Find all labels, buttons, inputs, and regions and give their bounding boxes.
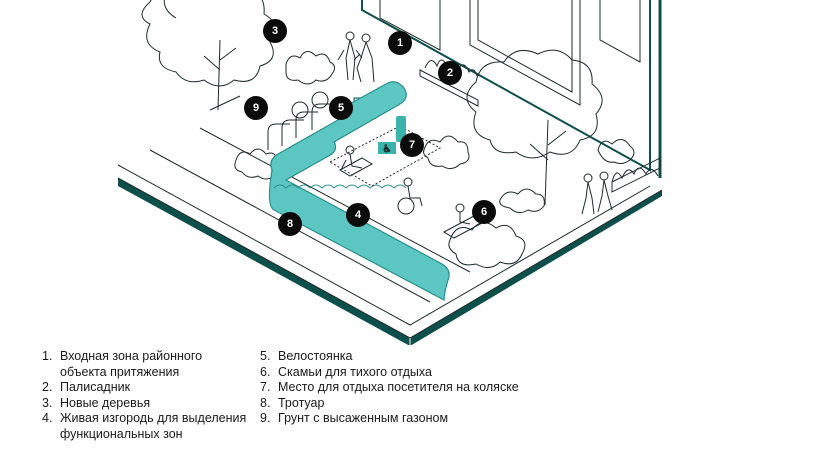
svg-text:6: 6 <box>481 206 487 218</box>
svg-text:4: 4 <box>355 209 362 221</box>
legend-item-5: 5.Велостоянка <box>260 349 353 363</box>
tree-left <box>141 0 276 111</box>
svg-text:7: 7 <box>409 139 415 151</box>
tree-right <box>466 49 603 206</box>
svg-text:1: 1 <box>397 37 403 49</box>
hedge <box>268 81 450 301</box>
marker-8: 8 <box>278 212 302 236</box>
svg-text:8: 8 <box>287 218 293 230</box>
legend-item-9: 9.Грунт с высаженным газоном <box>260 411 449 426</box>
svg-text:♿: ♿ <box>383 144 392 155</box>
ground-slab <box>117 177 663 345</box>
legend-item-1: 1.Входная зона районного объекта притяже… <box>42 349 203 379</box>
wheelchair-user <box>397 177 423 215</box>
legend-item-2: 2.Палисадник <box>42 380 131 395</box>
legend-item-8: 8.Тротуар <box>260 395 325 410</box>
marker-1: 1 <box>388 31 412 55</box>
legend-item-6: 6.Скамьи для тихого отдыха <box>260 364 432 379</box>
seating-area: ♿ <box>328 116 442 187</box>
legend-item-4: 4.Живая изгородь для выделения функциона… <box>42 411 247 441</box>
marker-3: 3 <box>263 19 287 43</box>
legend-column-2: 5.Велостоянка 6.Скамьи для тихого отдыха… <box>260 349 520 427</box>
building-facade <box>361 0 662 178</box>
people-right <box>581 171 613 215</box>
svg-text:9: 9 <box>253 102 259 114</box>
sidewalk <box>117 95 651 326</box>
svg-text:3: 3 <box>272 25 278 37</box>
people-entrance <box>337 31 375 83</box>
svg-text:5: 5 <box>338 102 344 114</box>
marker-4: 4 <box>346 203 370 227</box>
front-garden-planter <box>419 59 661 193</box>
legend-column-1: 1.Входная зона районного объекта притяже… <box>42 349 247 443</box>
marker-5: 5 <box>329 96 353 120</box>
marker-6: 6 <box>472 200 496 224</box>
legend-item-3: 3.Новые деревья <box>42 395 151 410</box>
marker-2: 2 <box>438 61 462 85</box>
svg-text:2: 2 <box>447 67 453 79</box>
isometric-illustration: ♿ 1 2 3 4 5 6 7 8 9 <box>117 0 663 345</box>
marker-9: 9 <box>244 96 268 120</box>
marker-7: 7 <box>400 133 424 157</box>
legend-item-7: 7.Место для отдыха посетителя на коляске <box>260 380 519 395</box>
